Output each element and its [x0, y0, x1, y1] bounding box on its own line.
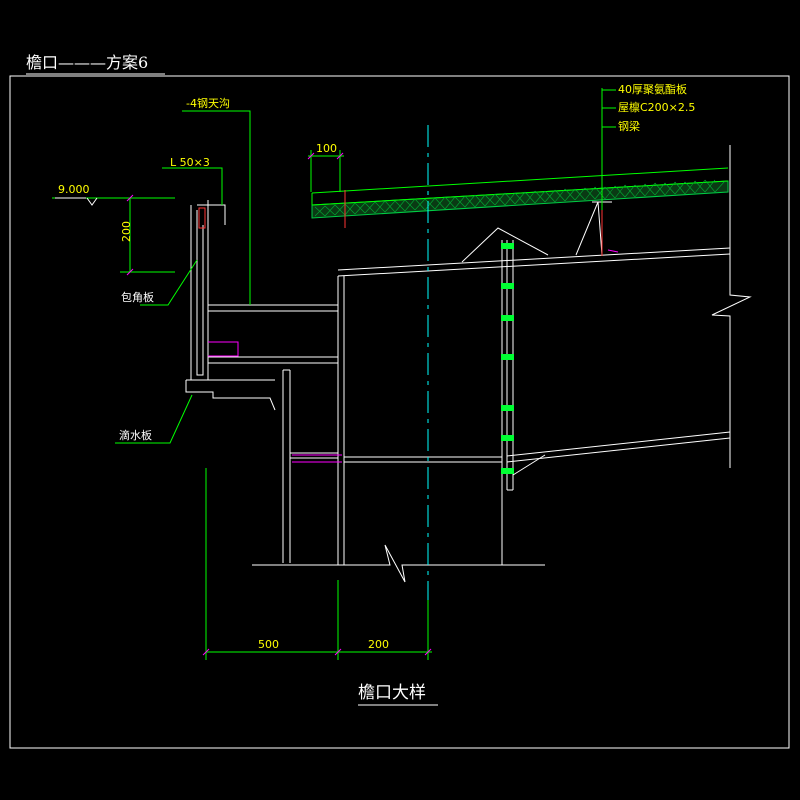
gutter-label: -4钢天沟	[186, 97, 230, 110]
drawing-caption: 檐口大样	[358, 683, 426, 703]
dim-200-bottom-label: 200	[368, 638, 389, 651]
dim-500-label: 500	[258, 638, 279, 651]
angle-steel-label: L 50×3	[170, 156, 210, 169]
column	[501, 240, 546, 565]
purlin	[461, 200, 619, 263]
column-bolts	[501, 243, 514, 474]
drawing-title: 檐口———方案6	[26, 53, 149, 72]
leader-lines	[115, 88, 616, 444]
steel-beam	[337, 247, 731, 565]
right-break-line	[711, 145, 752, 468]
corner-plate-label: 包角板	[121, 291, 154, 304]
gutter-accents	[198, 207, 342, 463]
steel-beam-label: 钢梁	[618, 120, 640, 133]
height-200-label: 200	[120, 221, 133, 242]
drip-plate-label: 滴水板	[119, 429, 152, 442]
gutter-assembly	[185, 200, 502, 563]
dim-100-label: 100	[316, 142, 337, 155]
purlin-label: 屋檩C200×2.5	[618, 101, 696, 114]
roof-panel	[311, 167, 729, 228]
dimension-ticks	[126, 152, 432, 656]
dimension-lines	[52, 150, 432, 660]
roof-panel-label: 40厚聚氨酯板	[618, 83, 687, 96]
bottom-break-line	[252, 544, 545, 583]
drawing-frame	[9, 75, 790, 749]
elevation-label: 9.000	[58, 183, 90, 196]
